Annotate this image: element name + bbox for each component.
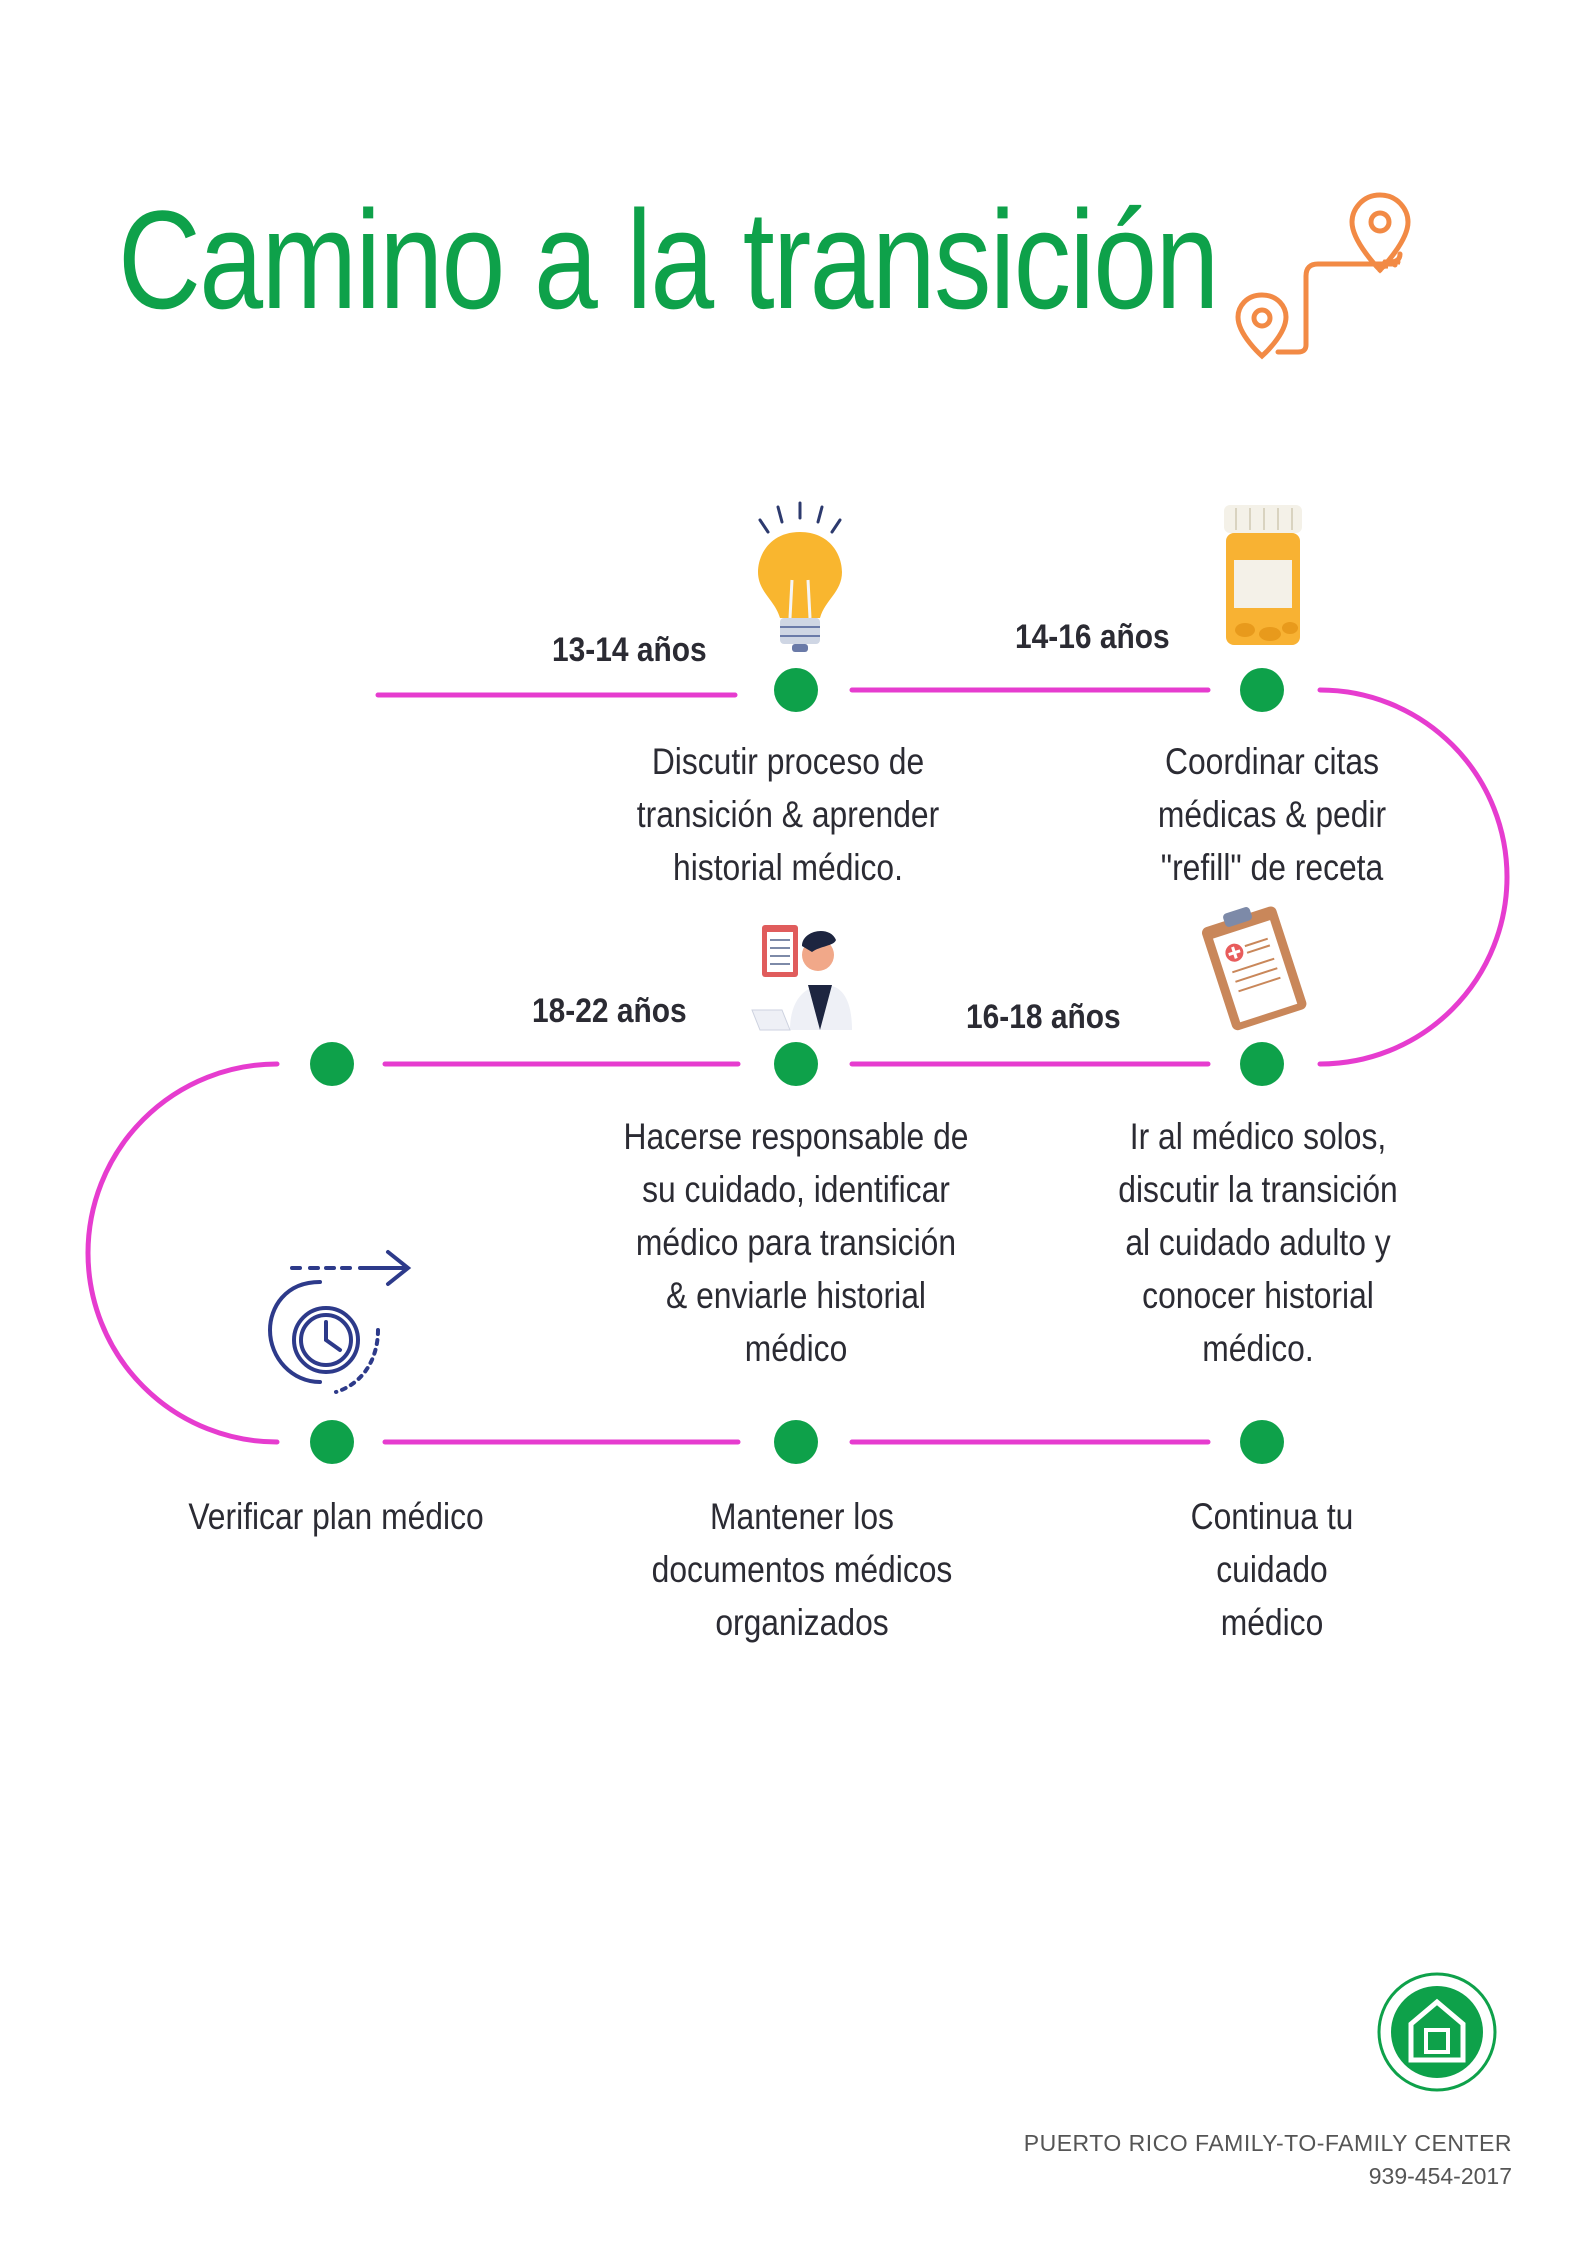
stage-text-verificar: Verificar plan médico — [188, 1496, 484, 1537]
lightbulb-icon — [758, 501, 842, 652]
stage-text-18-22: Hacerse responsable de su cuidado, ident… — [623, 1116, 969, 1369]
node-14-16 — [1240, 668, 1284, 712]
stage-text-13-14: Discutir proceso de transición & aprende… — [636, 741, 940, 888]
stage-text-continua: Continua tu cuidado médico — [1190, 1496, 1354, 1643]
node-mantener — [774, 1420, 818, 1464]
age-label-14-16: 14-16 años — [1015, 618, 1170, 656]
age-label-16-18: 16-18 años — [966, 998, 1121, 1036]
node-continua — [1240, 1420, 1284, 1464]
org-name: PUERTO RICO FAMILY-TO-FAMILY CENTER — [1023, 2130, 1512, 2156]
doctor-icon — [751, 925, 852, 1031]
node-18-22 — [774, 1042, 818, 1086]
clipboard-icon — [1201, 906, 1307, 1031]
org-phone: 939-454-2017 — [1368, 2163, 1512, 2189]
stage-text-16-18: Ir al médico solos, discutir la transici… — [1118, 1116, 1398, 1369]
clock-arrow-icon — [267, 1250, 412, 1394]
node-13-14 — [774, 668, 818, 712]
stage-text-mantener: Mantener los documentos médicos organiza… — [651, 1496, 953, 1643]
age-label-13-14: 13-14 años — [552, 631, 707, 669]
node-verificar — [310, 1420, 354, 1464]
pill-bottle-icon — [1224, 505, 1302, 645]
house-logo-icon — [1377, 1972, 1497, 2092]
age-label-18-22: 18-22 años — [532, 992, 687, 1030]
node-left-upper — [310, 1042, 354, 1086]
page-title: Camino a la transición — [118, 181, 1219, 338]
stage-text-14-16: Coordinar citas médicas & pedir "refill"… — [1157, 741, 1387, 888]
node-16-18 — [1240, 1042, 1284, 1086]
